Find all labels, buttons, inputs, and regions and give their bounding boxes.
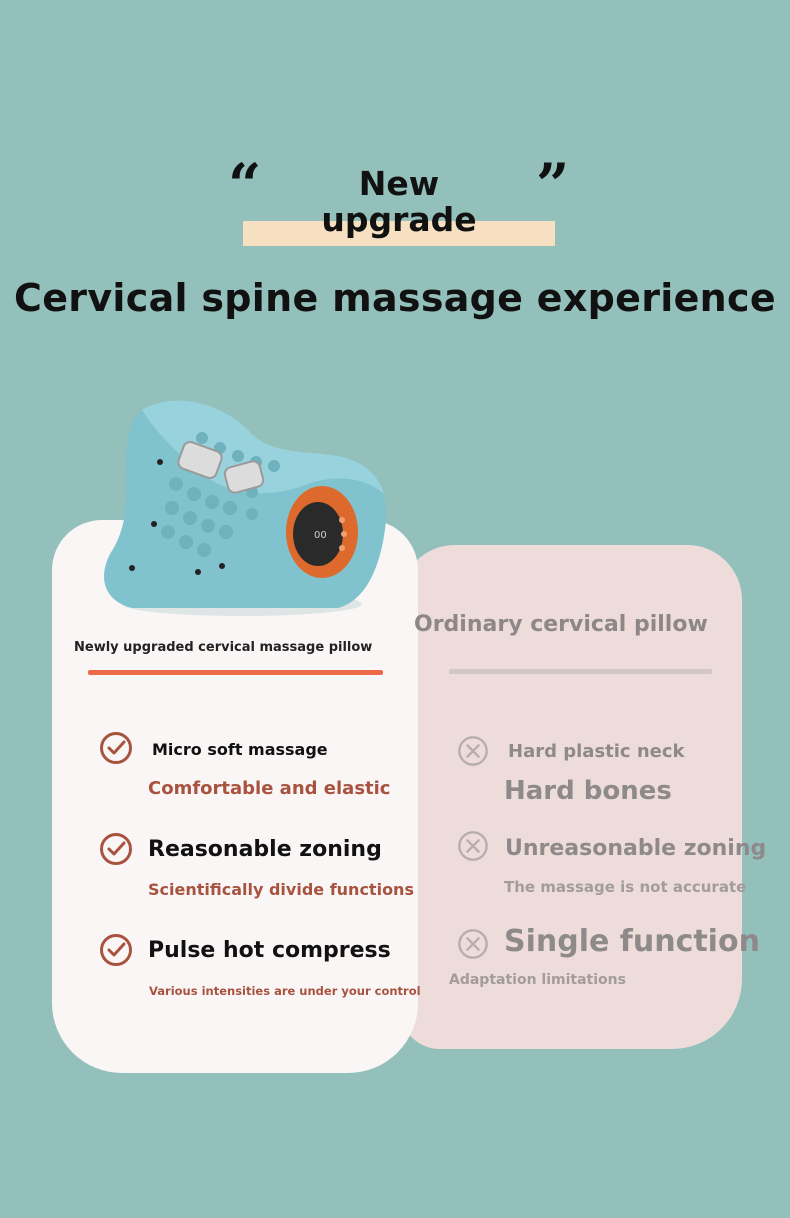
ordinary-pillow-label: Ordinary cervical pillow — [414, 612, 708, 637]
badge-line-2: upgrade — [321, 200, 477, 239]
ordinary-pillow-card — [400, 545, 742, 1049]
feature-title: Hard plastic neck — [508, 741, 685, 762]
page-headline: Cervical spine massage experience — [14, 276, 776, 320]
feature-title: Single function — [504, 924, 760, 959]
check-circle-icon — [100, 934, 132, 966]
cross-circle-icon — [458, 736, 488, 766]
check-circle-icon — [100, 732, 132, 764]
upgraded-pillow-label: Newly upgraded cervical massage pillow — [74, 640, 373, 655]
svg-text:00: 00 — [314, 530, 327, 541]
feature-title: Micro soft massage — [152, 740, 328, 759]
feature-subtitle: Scientifically divide functions — [148, 880, 414, 899]
massage-pillow-image: 00 — [104, 400, 387, 616]
cross-circle-icon — [458, 929, 488, 959]
feature-title: Unreasonable zoning — [505, 836, 767, 861]
highlight-bar — [243, 221, 555, 246]
feature-subtitle: Adaptation limitations — [449, 972, 626, 988]
feature-title: Pulse hot compress — [148, 938, 391, 963]
feature-title: Reasonable zoning — [148, 837, 382, 862]
feature-subtitle: The massage is not accurate — [504, 878, 747, 896]
upgrade-badge: New upgrade — [243, 166, 555, 238]
cross-circle-icon — [458, 831, 488, 861]
close-quote: ” — [536, 151, 570, 219]
upgraded-accent-bar — [88, 670, 383, 675]
ordinary-accent-bar — [449, 669, 712, 674]
feature-subtitle: Comfortable and elastic — [148, 778, 391, 799]
feature-subtitle: Hard bones — [504, 776, 672, 806]
check-circle-icon — [100, 833, 132, 865]
badge-line-1: New — [358, 164, 440, 203]
feature-subtitle: Various intensities are under your contr… — [149, 984, 421, 998]
open-quote: “ — [228, 151, 262, 219]
